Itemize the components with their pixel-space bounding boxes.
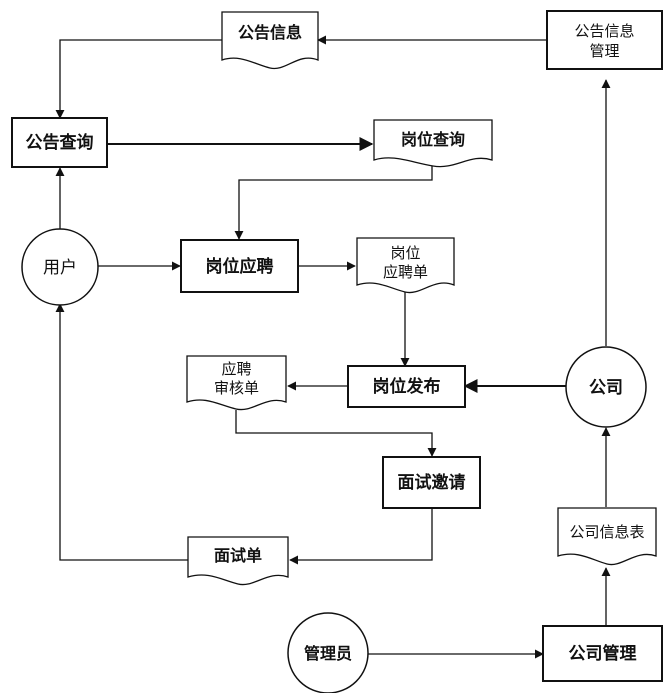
- node-company: 公司: [565, 346, 647, 428]
- document-shapes: 公告信息 岗位查询 岗位 应聘单 应聘 审核单 面试单 公司信息表: [186, 11, 657, 586]
- node-job-apply: 岗位应聘: [180, 239, 299, 293]
- doc-job-apply-form-line2: 应聘单: [383, 263, 428, 281]
- node-notice-info-manage-line1: 公告信息: [574, 22, 634, 40]
- edge-review-form-to-interview-invite: [235, 410, 437, 457]
- node-company-manage-label: 公司管理: [569, 643, 637, 664]
- doc-company-info-table-label: 公司信息表: [569, 523, 644, 541]
- doc-apply-review-form-line2: 审核单: [214, 379, 259, 397]
- doc-interview-form: 面试单: [187, 536, 289, 586]
- edge-job-query-doc-to-job-apply: [234, 163, 433, 240]
- node-notice-query-label: 公告查询: [26, 132, 94, 153]
- node-notice-query: 公告查询: [11, 117, 108, 168]
- node-admin: 管理员: [287, 612, 369, 693]
- doc-notice-info: 公告信息: [221, 11, 319, 70]
- process-boxes: 公告查询 岗位应聘 岗位发布 面试邀请 公司管理 公告信息 管理: [11, 10, 663, 682]
- node-job-publish: 岗位发布: [347, 365, 466, 408]
- node-interview-invite-label: 面试邀请: [398, 472, 466, 493]
- entity-circles: 用户 公司 管理员: [21, 228, 647, 693]
- edge-interview-invite-to-interview-form: [289, 508, 433, 565]
- node-user: 用户: [21, 228, 99, 306]
- doc-apply-review-form-line1: 应聘: [221, 360, 251, 378]
- doc-job-query-label: 岗位查询: [401, 130, 465, 149]
- doc-job-apply-form-line1: 岗位: [390, 244, 420, 262]
- node-company-manage: 公司管理: [542, 625, 663, 682]
- node-interview-invite: 面试邀请: [382, 456, 481, 509]
- node-admin-label: 管理员: [304, 644, 352, 663]
- doc-job-apply-form: 岗位 应聘单: [356, 237, 455, 294]
- edge-interview-form-to-user: [55, 303, 188, 561]
- doc-interview-form-label: 面试单: [214, 546, 262, 565]
- edge-notice-doc-to-notice-query: [55, 39, 222, 119]
- node-job-publish-label: 岗位发布: [373, 376, 441, 397]
- edges: [55, 35, 611, 659]
- node-job-apply-label: 岗位应聘: [206, 256, 274, 277]
- node-user-label: 用户: [43, 258, 77, 278]
- node-company-label: 公司: [589, 378, 623, 398]
- doc-company-info-table: 公司信息表: [557, 507, 657, 566]
- node-notice-info-manage: 公告信息 管理: [546, 10, 663, 70]
- doc-apply-review-form: 应聘 审核单: [186, 355, 287, 411]
- doc-job-query: 岗位查询: [373, 119, 493, 168]
- doc-notice-info-label: 公告信息: [238, 23, 302, 42]
- node-notice-info-manage-line2: 管理: [589, 42, 619, 60]
